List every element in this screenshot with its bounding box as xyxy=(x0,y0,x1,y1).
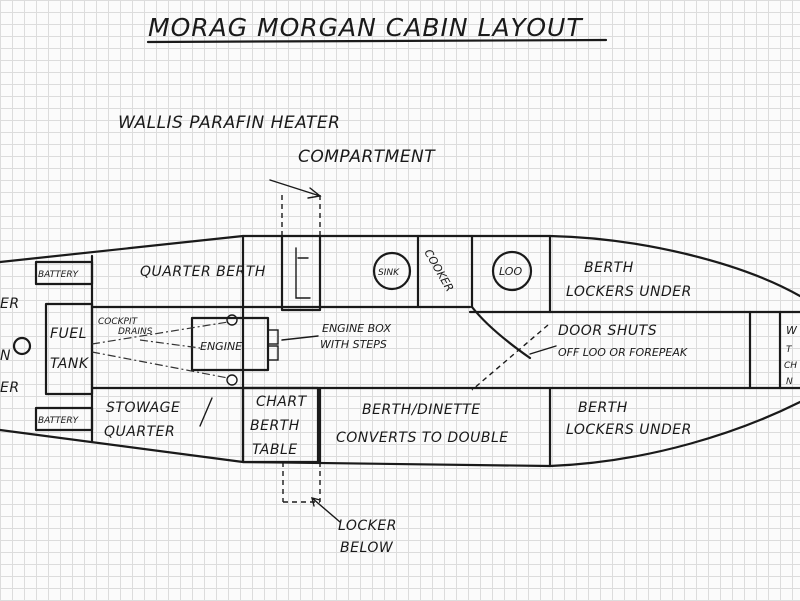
right-edge-text-1: W xyxy=(786,324,798,337)
heater-fitting xyxy=(295,247,311,299)
door-label-line2: OFF LOO OR FOREPEAK xyxy=(558,346,688,359)
fuel-tank-box xyxy=(44,302,94,396)
right-edge-text-4: N xyxy=(786,377,793,387)
engine-box-pointer xyxy=(281,335,319,341)
quarter-berth-label: QUARTER BERTH xyxy=(140,264,266,280)
battery-top-box xyxy=(34,260,94,286)
drain-line-3 xyxy=(139,339,201,349)
door-swing-dashed xyxy=(471,324,549,391)
battery-bottom-box xyxy=(34,406,94,432)
heater-label-line2: COMPARTMENT xyxy=(298,147,436,167)
left-edge-text-3: ER xyxy=(0,380,20,396)
chart-label-line3: TABLE xyxy=(252,442,298,458)
loo-circle xyxy=(491,250,533,292)
door-pointer-arrow xyxy=(529,345,557,355)
fuel-tank-label-line1: FUEL xyxy=(50,326,87,342)
stern-fitting-circle xyxy=(12,336,32,356)
engine-step-1 xyxy=(267,329,279,345)
fuel-tank-label-line2: TANK xyxy=(50,356,90,372)
locker-label-line1: LOCKER xyxy=(338,518,397,534)
right-edge-text-2: T xyxy=(786,345,793,355)
chart-table-box xyxy=(241,386,320,464)
heater-extension-top xyxy=(281,192,321,236)
chart-label-line2: BERTH xyxy=(250,418,300,434)
engine-label: ENGINE xyxy=(200,340,242,353)
door-label-line1: DOOR SHUTS xyxy=(558,323,657,339)
cockpit-drains-line1: COCKPIT xyxy=(98,317,139,327)
heater-dimension-arrow xyxy=(269,179,322,199)
sink-label: SINK xyxy=(378,268,400,278)
dinette-label-line1: BERTH/DINETTE xyxy=(362,402,481,418)
drain-line-2 xyxy=(91,351,229,379)
loo-label: LOO xyxy=(499,265,522,278)
engine-box-label-line2: WITH STEPS xyxy=(320,338,387,351)
locker-label-line2: BELOW xyxy=(340,540,394,556)
cockpit-drains-line2: DRAINS xyxy=(118,327,153,337)
drain-line-1 xyxy=(91,321,229,345)
diagram-title: MORAG MORGAN CABIN LAYOUT xyxy=(148,13,583,42)
drain-outlet-top xyxy=(226,314,238,326)
heater-compartment-box xyxy=(280,234,322,312)
engine-box-label-line1: ENGINE BOX xyxy=(322,322,392,335)
hull-outline xyxy=(0,234,800,468)
door-arc xyxy=(470,305,532,360)
left-edge-text-2: N xyxy=(0,348,11,364)
drain-outlet-bottom xyxy=(226,374,238,386)
stowage-mark xyxy=(199,397,213,427)
heater-label-line1: WALLIS PARAFIN HEATER xyxy=(118,113,341,133)
cooker-label: COOKER xyxy=(421,247,456,294)
engine-step-2 xyxy=(267,345,279,361)
berth-top-label-line1: BERTH xyxy=(584,260,634,276)
left-edge-text-1: ER xyxy=(0,296,20,312)
battery-bottom-label: BATTERY xyxy=(38,416,80,426)
chart-label-line1: CHART xyxy=(256,394,308,410)
berth-bottom-label-line2: LOCKERS UNDER xyxy=(566,422,692,438)
battery-top-label: BATTERY xyxy=(38,270,80,280)
berth-top-label-line2: LOCKERS UNDER xyxy=(566,284,692,300)
berth-bottom-label-line1: BERTH xyxy=(578,400,628,416)
locker-pointer-arrow xyxy=(311,497,341,523)
dinette-label-line2: CONVERTS TO DOUBLE xyxy=(336,430,509,446)
title-underline xyxy=(146,38,608,44)
right-edge-text-3: CH xyxy=(784,361,797,371)
sink-circle xyxy=(372,251,412,291)
stowage-label-line2: QUARTER xyxy=(104,424,175,440)
stowage-label-line1: STOWAGE xyxy=(106,400,180,416)
locker-below-extension xyxy=(282,462,321,503)
